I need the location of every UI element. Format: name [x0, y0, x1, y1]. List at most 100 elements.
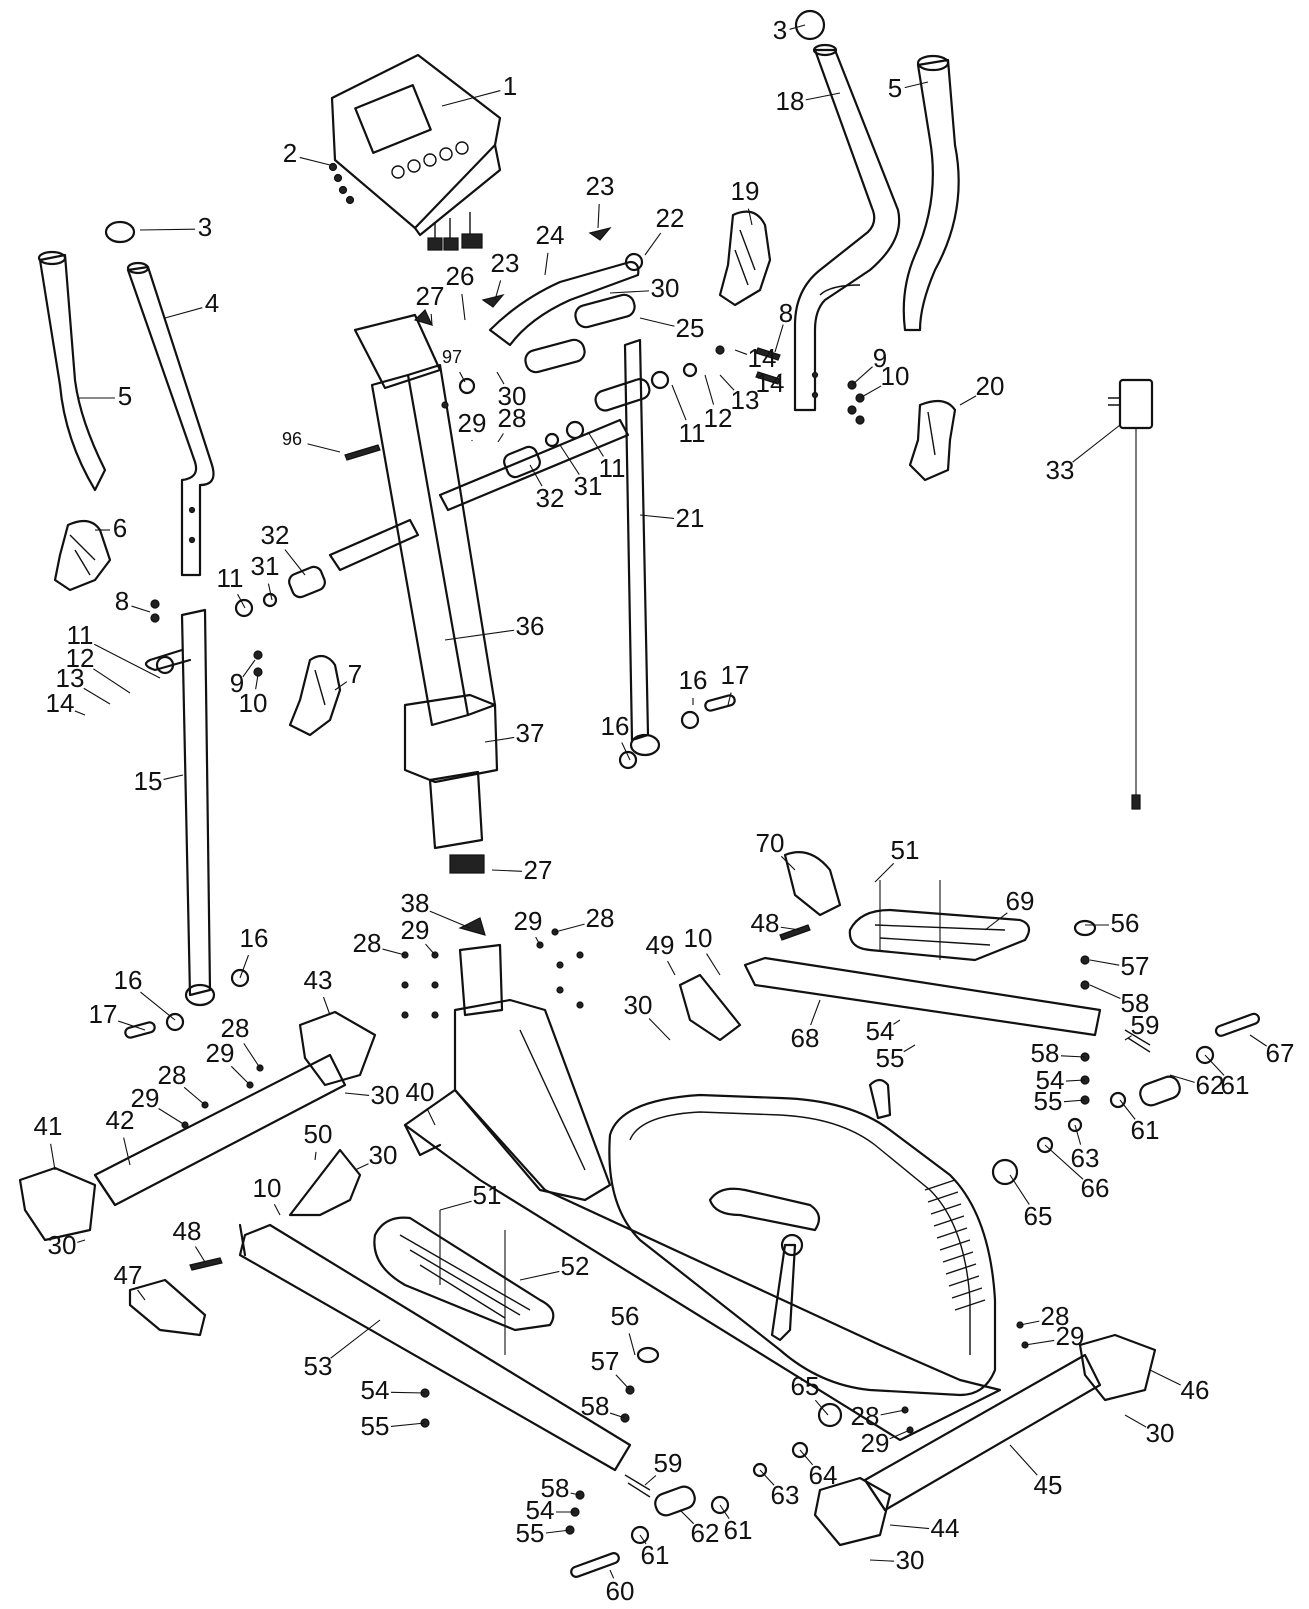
leader-line [1169, 1074, 1195, 1083]
callout-10: 10 [684, 923, 721, 976]
callout-46: 46 [1149, 1369, 1210, 1405]
callout-30: 30 [344, 1080, 399, 1110]
leader-line [164, 307, 203, 319]
callout-40: 40 [406, 1077, 436, 1126]
part-number-label: 63 [771, 1480, 800, 1510]
part-number-label: 11 [599, 453, 626, 483]
callout-37: 37 [484, 718, 545, 748]
leader-line [780, 926, 801, 931]
callout-63: 63 [1071, 1124, 1099, 1173]
part-number-label: 2 [283, 138, 297, 168]
callout-14: 14 [756, 368, 785, 398]
part-number-label: 58 [1031, 1038, 1060, 1068]
part-number-label: 28 [353, 928, 382, 958]
part-number-label: 17 [89, 999, 118, 1029]
leader-line [554, 923, 585, 933]
part-number-label: 61 [1131, 1115, 1160, 1145]
part-number-label: 28 [498, 403, 527, 433]
leader-line [734, 349, 748, 355]
callout-55: 55 [516, 1518, 571, 1548]
leader-line [615, 1374, 631, 1391]
leader-line [706, 953, 721, 976]
part-number-label: 61 [641, 1540, 670, 1570]
part-number-label: 30 [896, 1545, 925, 1575]
callout-58: 58 [581, 1391, 626, 1421]
part-number-label: 13 [56, 663, 85, 693]
leader-line [429, 910, 471, 929]
part-number-label: 64 [809, 1460, 838, 1490]
callout-29: 29 [206, 1038, 251, 1086]
callout-8: 8 [774, 298, 793, 353]
part-number-label: 16 [601, 711, 630, 741]
part-number-label: 55 [516, 1518, 545, 1548]
callout-54: 54 [526, 1495, 575, 1525]
part-number-label: 28 [851, 1401, 880, 1431]
part-number-label: 49 [646, 930, 675, 960]
callout-66: 66 [1044, 1144, 1109, 1203]
callout-57: 57 [591, 1346, 631, 1391]
part-number-label: 54 [1036, 1065, 1065, 1095]
callout-63: 63 [759, 1469, 800, 1510]
leader-line [334, 681, 348, 691]
leader-line [1009, 1444, 1038, 1476]
part-number-label: 55 [1034, 1086, 1063, 1116]
callout-8: 8 [115, 586, 151, 616]
part-number-label: 9 [873, 343, 887, 373]
leader-line [789, 24, 806, 30]
callout-5: 5 [888, 73, 929, 103]
part-number-label: 37 [516, 718, 545, 748]
part-number-label: 16 [679, 665, 708, 695]
left-pedal-arm [128, 1148, 632, 1472]
part-number-label: 55 [876, 1043, 905, 1073]
callout-96: 96 [282, 429, 341, 453]
part-number-label: 53 [304, 1351, 333, 1381]
part-number-label: 16 [114, 965, 143, 995]
leader-line [497, 433, 504, 443]
part-number-label: 57 [591, 1346, 620, 1376]
part-number-label: 4 [205, 288, 219, 318]
leader-line [639, 1534, 647, 1545]
left-linkage [420, 1346, 843, 1578]
shroud-6 [53, 519, 112, 592]
callout-29: 29 [131, 1083, 186, 1126]
leader-line [255, 674, 259, 690]
callout-10: 10 [253, 1173, 281, 1216]
part-number-label: 65 [1024, 1201, 1053, 1231]
part-number-label: 29 [401, 915, 430, 945]
part-number-label: 30 [624, 990, 653, 1020]
callout-33: 33 [1046, 424, 1121, 485]
callout-10: 10 [859, 361, 909, 399]
callout-30: 30 [1124, 1414, 1174, 1448]
callout-30: 30 [354, 1140, 397, 1171]
leader-line [889, 1524, 930, 1530]
leader-line [426, 1108, 436, 1126]
part-number-label: 3 [198, 212, 212, 242]
leader-line [1072, 424, 1121, 463]
callout-16: 16 [679, 665, 708, 705]
pivot-axle [234, 418, 630, 618]
callout-44: 44 [889, 1513, 959, 1543]
leader-line [461, 293, 466, 321]
leader-line [544, 252, 549, 276]
part-number-label: 46 [1181, 1375, 1210, 1405]
leader-line [1060, 1055, 1086, 1058]
part-number-label: 12 [66, 643, 95, 673]
callout-61: 61 [719, 1504, 752, 1545]
callout-32: 32 [261, 520, 306, 576]
part-number-label: 42 [106, 1105, 135, 1135]
part-number-label: 14 [46, 688, 75, 718]
part-number-label: 8 [115, 586, 129, 616]
part-number-label: 51 [473, 1180, 502, 1210]
callout-61: 61 [639, 1534, 670, 1570]
callout-30: 30 [496, 371, 526, 411]
leader-line [439, 1200, 472, 1211]
leader-line [774, 324, 784, 353]
callout-54: 54 [866, 1016, 901, 1046]
part-number-label: 52 [561, 1251, 590, 1281]
part-number-label: 21 [676, 503, 705, 533]
callout-28: 28 [158, 1060, 206, 1106]
part-number-label: 12 [704, 403, 733, 433]
part-number-label: 14 [756, 368, 785, 398]
callout-62: 62 [679, 1509, 719, 1548]
